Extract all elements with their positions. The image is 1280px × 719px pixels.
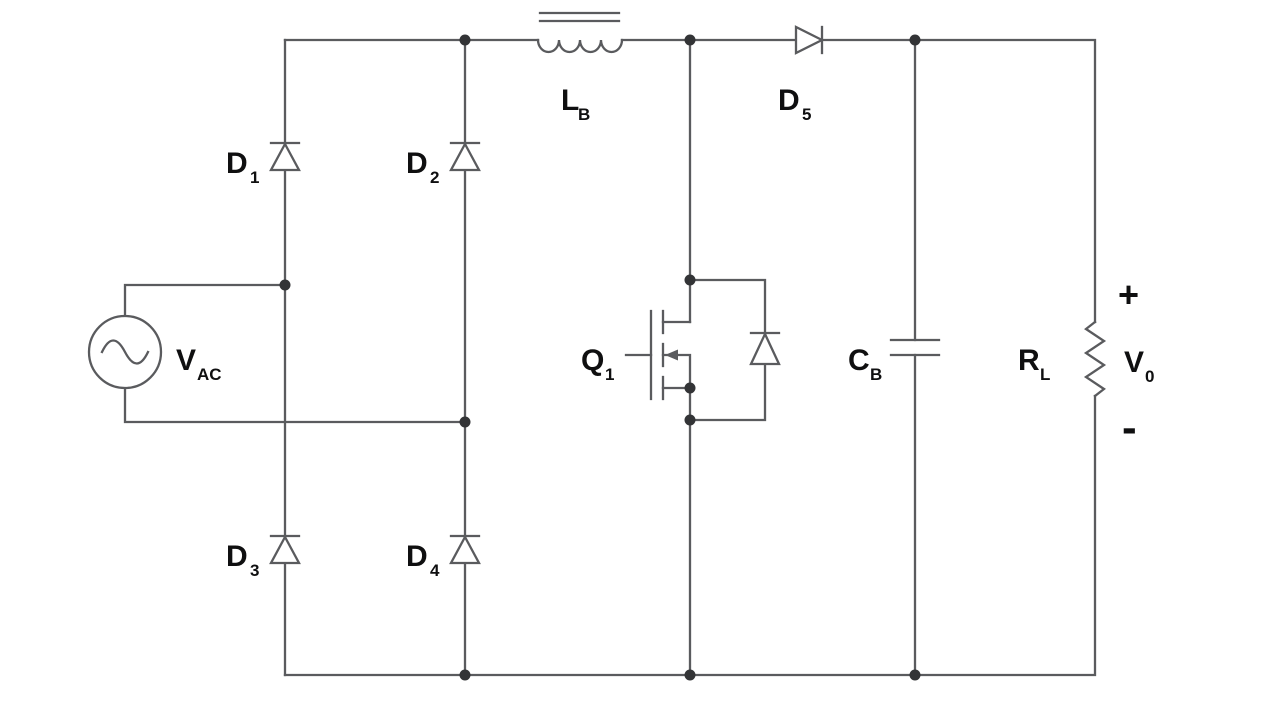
resistor-zigzag	[1083, 320, 1107, 398]
label-cb-sub: B	[870, 365, 882, 384]
diode-d5-triangle	[794, 25, 825, 55]
diode-d1-triangle	[269, 141, 301, 172]
mosfet-body-lead	[661, 353, 692, 390]
junction-mosfet-drain	[684, 274, 696, 286]
inductor-coil	[536, 38, 624, 54]
label-vo: V	[1124, 346, 1144, 379]
junction-top-mosfet	[684, 34, 696, 46]
inductor-lb	[536, 11, 624, 54]
ac-source-top-wire	[123, 283, 287, 318]
label-d4-sub: 4	[430, 561, 440, 580]
ac-sine-wave-icon	[100, 339, 150, 365]
label-d5: D	[778, 84, 800, 117]
capacitor-cb	[889, 338, 941, 357]
ac-source-bottom-wire	[123, 386, 467, 424]
ac-source	[87, 314, 163, 390]
label-cb: C	[848, 344, 870, 377]
label-d2: D	[406, 147, 428, 180]
label-d4: D	[406, 540, 428, 573]
label-lb-sub: B	[578, 105, 590, 124]
label-d3-sub: 3	[250, 561, 259, 580]
output-minus-sign: -	[1122, 403, 1137, 452]
junction-bottom-bridge	[459, 669, 471, 681]
junction-dots	[279, 34, 921, 681]
diode-d3	[269, 534, 301, 565]
junction-ac-top	[279, 279, 291, 291]
junction-body-diode-return	[684, 414, 696, 426]
body-diode-triangle	[749, 331, 781, 366]
label-rl: R	[1018, 344, 1040, 377]
label-vac-sub: AC	[197, 365, 222, 384]
circuit-wires	[123, 38, 1097, 677]
junction-mosfet-source	[684, 382, 696, 394]
body-diode-bottom-branch	[688, 362, 767, 422]
label-q1: Q	[581, 344, 604, 377]
label-d5-sub: 5	[802, 105, 811, 124]
label-d1: D	[226, 147, 248, 180]
output-plus-sign: +	[1118, 274, 1139, 315]
diode-d2	[449, 141, 481, 172]
diode-d4-triangle	[449, 534, 481, 565]
diode-d3-triangle	[269, 534, 301, 565]
mosfet-body-arrow-icon	[665, 349, 678, 361]
top-rail-right-segment	[620, 38, 1097, 324]
label-q1-sub: 1	[605, 365, 614, 384]
junction-top-capacitor	[909, 34, 921, 46]
junction-top-bridge	[459, 34, 471, 46]
diode-d1	[269, 141, 301, 172]
diode-d5	[794, 25, 825, 55]
diode-d2-triangle	[449, 141, 481, 172]
label-d2-sub: 2	[430, 168, 439, 187]
diode-d4	[449, 534, 481, 565]
label-d1-sub: 1	[250, 168, 259, 187]
label-vo-sub: 0	[1145, 367, 1154, 386]
component-labels: D 1 D 2 D 3 D 4 L B D 5 V AC Q 1 C B R L…	[176, 84, 1154, 580]
label-rl-sub: L	[1040, 365, 1050, 384]
body-diode-top-branch	[688, 278, 767, 335]
junction-ac-bottom	[459, 416, 471, 428]
label-d3: D	[226, 540, 248, 573]
label-vac: V	[176, 344, 196, 377]
label-lb: L	[561, 84, 579, 117]
bottom-rail	[283, 394, 1097, 677]
junction-bottom-mosfet	[684, 669, 696, 681]
junction-bottom-capacitor	[909, 669, 921, 681]
mosfet-body-diode	[688, 278, 781, 422]
mosfet-q1	[624, 309, 692, 401]
resistor-rl	[1083, 320, 1107, 398]
